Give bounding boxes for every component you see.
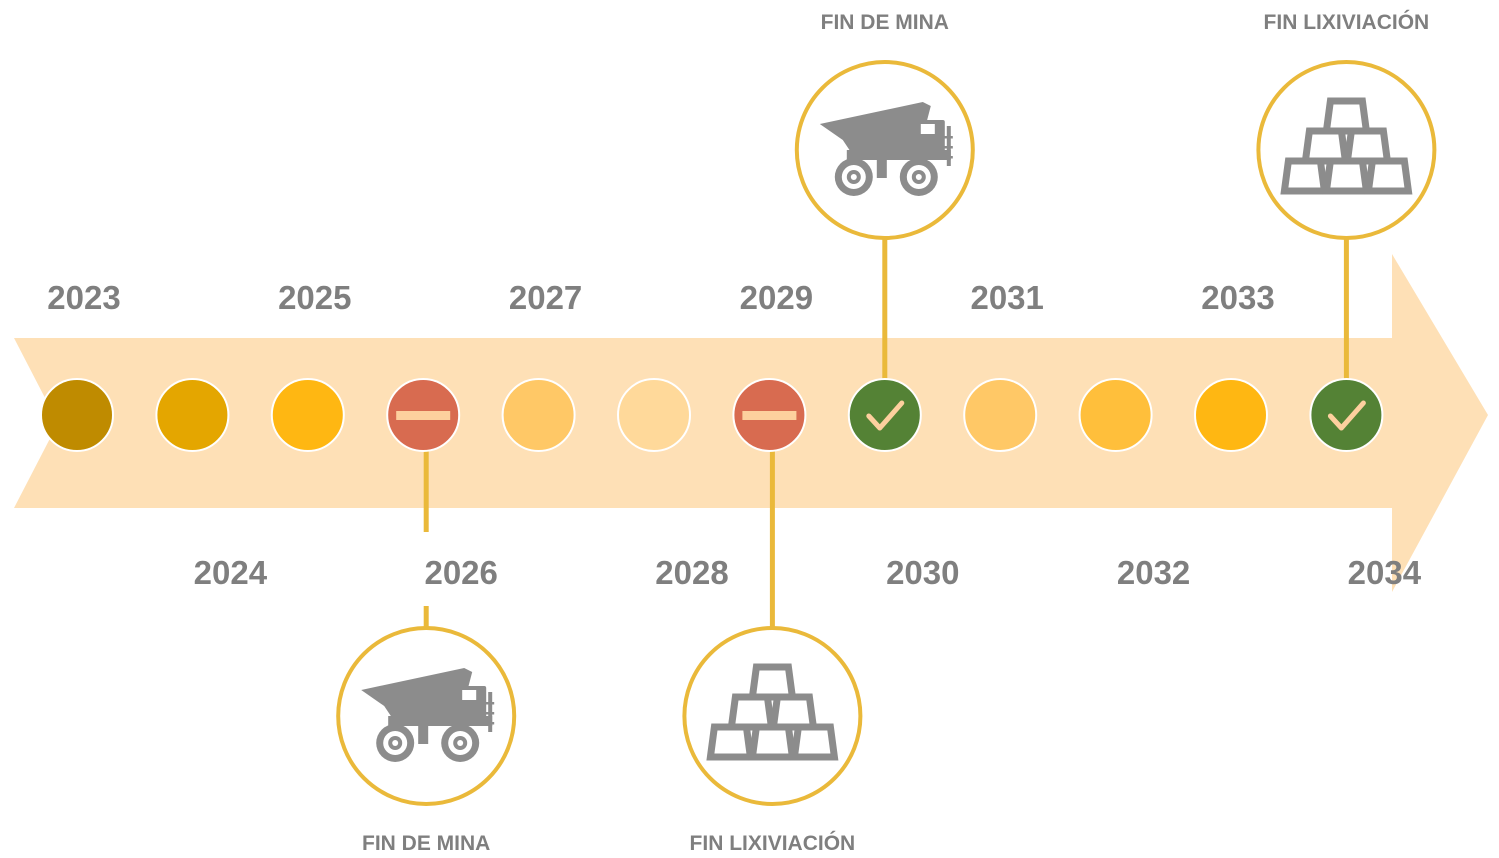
minus-icon bbox=[396, 411, 451, 420]
year-dot bbox=[270, 378, 345, 452]
year-dot bbox=[847, 378, 922, 452]
year-dot bbox=[40, 378, 114, 452]
year-label-2033: 2033 bbox=[1201, 279, 1275, 316]
year-dot-2030 bbox=[847, 378, 922, 452]
year-dot-2031 bbox=[963, 378, 1038, 452]
year-dot bbox=[617, 378, 691, 452]
milestone-layer bbox=[336, 60, 1437, 806]
year-dot bbox=[155, 378, 230, 452]
milestone-2034 bbox=[1256, 60, 1437, 240]
check-icon bbox=[866, 400, 905, 431]
year-dot-2026 bbox=[386, 378, 461, 452]
year-dot bbox=[501, 378, 576, 452]
year-label-2031: 2031 bbox=[970, 279, 1044, 316]
year-dot-2027 bbox=[501, 378, 576, 452]
milestone-caption: FIN LIXIVIACIÓN bbox=[689, 832, 856, 855]
year-dot bbox=[1078, 378, 1153, 452]
year-dot-2023 bbox=[40, 378, 114, 452]
year-dot-2028 bbox=[617, 378, 691, 452]
year-label-2027: 2027 bbox=[508, 279, 583, 316]
year-label-2030: 2030 bbox=[886, 554, 960, 591]
milestone-2029 bbox=[682, 626, 863, 806]
milestone-2026 bbox=[336, 626, 517, 806]
year-label-2028: 2028 bbox=[655, 554, 729, 591]
minus-icon bbox=[742, 411, 797, 420]
year-dot-2029 bbox=[732, 378, 807, 452]
year-label-2024: 2024 bbox=[193, 554, 268, 591]
year-label-2025: 2025 bbox=[278, 279, 352, 316]
year-dot bbox=[1309, 378, 1384, 452]
year-label-2034: 2034 bbox=[1347, 554, 1422, 591]
year-dot-2033 bbox=[1194, 378, 1268, 452]
milestone-caption: FIN DE MINA bbox=[362, 832, 491, 855]
year-label-2023: 2023 bbox=[47, 279, 121, 316]
year-dot bbox=[963, 378, 1038, 452]
dot-layer bbox=[40, 378, 1384, 452]
year-dot-2032 bbox=[1078, 378, 1153, 452]
year-label-2032: 2032 bbox=[1116, 554, 1191, 591]
year-dot bbox=[1194, 378, 1268, 452]
year-label-2029: 2029 bbox=[739, 279, 814, 316]
check-icon bbox=[1327, 400, 1366, 431]
year-dot-2034 bbox=[1309, 378, 1384, 452]
year-dot-2025 bbox=[270, 378, 345, 452]
milestone-caption: FIN DE MINA bbox=[820, 11, 949, 34]
year-label-2026: 2026 bbox=[424, 554, 498, 591]
milestone-caption: FIN LIXIVIACIÓN bbox=[1263, 11, 1430, 34]
milestone-2030 bbox=[794, 60, 975, 240]
year-dot-2024 bbox=[155, 378, 230, 452]
